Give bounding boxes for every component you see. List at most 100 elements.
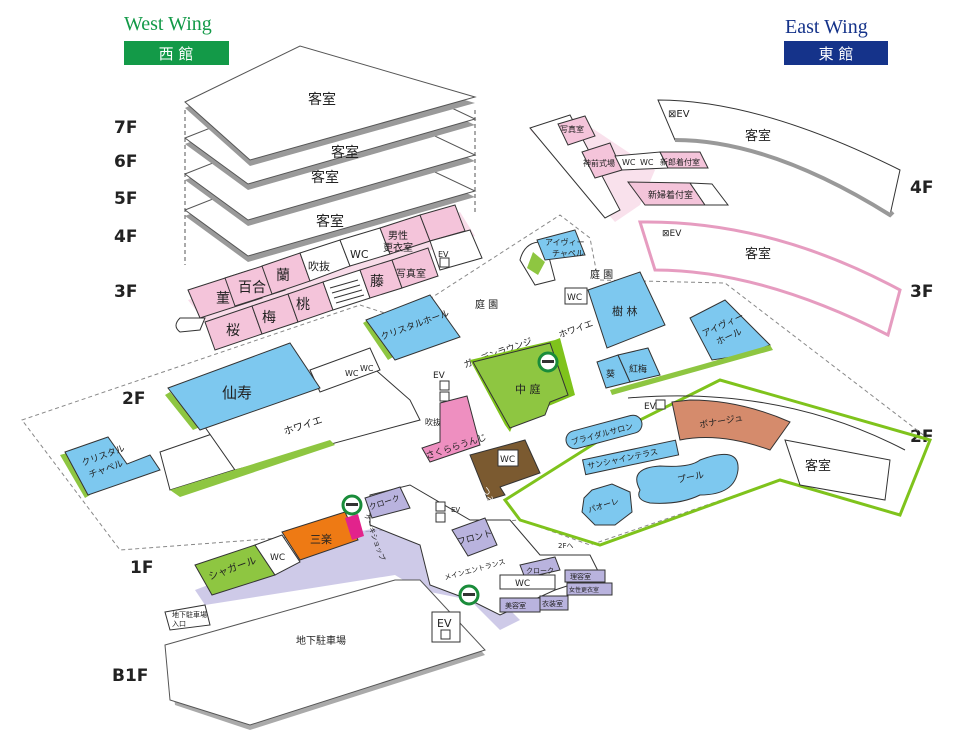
smoking-area-icon (458, 584, 480, 606)
cloak-label-2: クローク (526, 567, 554, 575)
costume-label: 衣装室 (542, 599, 563, 608)
elevator-label-1f: EV (451, 506, 460, 514)
room-label-ivy-chapel-2: チャペル (552, 249, 584, 258)
parking-entrance[interactable] (164, 604, 211, 631)
floor-2f: WC WC 仙寿 クリスタル チャペル ホワイエ クリスタルホール 庭 園 庭 … (60, 229, 933, 547)
garden-label-1: 庭 園 (475, 298, 498, 311)
cake-shop[interactable] (345, 514, 364, 540)
floor-label-1f: 1F (130, 558, 153, 578)
front-desk[interactable] (451, 517, 498, 557)
underground-parking[interactable] (164, 579, 486, 726)
wc-label-2f-b: WC (360, 364, 374, 373)
room-label-sakura: 桜 (226, 323, 240, 339)
elevator-icon (435, 501, 446, 512)
room-label-groom: 新郎着付室 (660, 157, 700, 167)
garden-label-2: 庭 園 (590, 268, 613, 281)
bridal-salon[interactable] (564, 413, 644, 451)
elevator-label-b1: EV (437, 617, 452, 630)
banquet-jurin[interactable] (587, 271, 666, 349)
room-label-jurin: 樹 林 (612, 304, 638, 318)
sakura-lounge[interactable] (421, 395, 481, 463)
east-3f: 客室 ⊠EV (637, 220, 902, 338)
room-label-ume: 梅 (262, 310, 276, 326)
room-label-koubai: 紅梅 (629, 363, 647, 375)
room-label-sanraku: 三楽 (310, 533, 332, 546)
sunshine-terrace[interactable] (581, 439, 680, 476)
room-label: 客室 (316, 213, 344, 230)
cloak-2[interactable] (519, 556, 561, 579)
floor-label-b1f: B1F (112, 666, 148, 686)
foyer-label-east: ホワイエ (557, 318, 595, 341)
east-wing-title: East Wing (785, 16, 868, 38)
courtyard-label: 中 庭 (515, 382, 541, 396)
room-label: 客室 (311, 169, 339, 186)
restaurant-sanraku[interactable] (281, 511, 359, 561)
floor-b1f: 地下駐車場 EV (164, 579, 486, 730)
beauty-label: 美容室 (505, 601, 526, 610)
room-label-bride: 新婦着付室 (648, 189, 693, 201)
floor-slab-7f[interactable]: 客室 (184, 45, 477, 166)
wc-label-1: WC (622, 158, 636, 167)
womens-dressing-label: 女性更衣室 (569, 586, 599, 594)
west-3f: 菫 百合 蘭 吹抜 WC 男性 更衣室 EV 桜 梅 桃 藤 写真室 (175, 204, 483, 351)
ivy-chapel[interactable] (536, 229, 586, 261)
barber[interactable] (564, 569, 606, 583)
west-wing-badge (124, 41, 229, 65)
east-4f: 写真室 神前式場 WC WC 新郎着付室 新婦着付室 客室 ⊠EV (529, 99, 901, 222)
guest-room-label-4f: 客室 (745, 128, 771, 144)
restaurant-bonage[interactable] (671, 399, 791, 451)
costume-room[interactable] (539, 595, 569, 611)
room-label-aoi: 葵 (606, 368, 615, 380)
room-label-fuji: 藤 (370, 274, 384, 290)
guest-room-east-3f[interactable] (637, 220, 902, 338)
floor-1f: シャガール WC 三楽 ケーキショップ クローク EV フロント メインエントラ… (164, 484, 613, 631)
guest-room-east-2f[interactable] (784, 439, 891, 501)
parking-label: 地下駐車場 (296, 634, 346, 647)
elevator-icon (439, 257, 450, 268)
room-groom[interactable] (659, 151, 709, 169)
elevator-icon (439, 391, 450, 402)
floor-label-6f: 6F (114, 152, 137, 172)
floor-label-east-4f: 4F (910, 178, 933, 198)
pool[interactable] (636, 453, 739, 504)
banquet-senju[interactable] (167, 342, 321, 431)
room-label-yuri: 百合 (238, 280, 266, 296)
room-label-ivy-chapel-1: アイヴィー (545, 237, 585, 247)
room-label-fukinuke: 吹抜 (308, 259, 330, 273)
wc-label-tsuruya: WC (500, 455, 515, 465)
room-label-mens-1: 男性 (388, 229, 408, 242)
room-photo-3f[interactable] (391, 247, 439, 289)
floor-label-east-3f: 3F (910, 282, 933, 302)
smoking-area-icon (537, 351, 559, 373)
west-upper-floors: 客室 客室 客室 客室 (183, 45, 477, 265)
to-2f-label: 2Fへ (558, 542, 573, 550)
wc-label-1f-b: WC (515, 579, 530, 589)
crystal-hall[interactable] (365, 294, 461, 361)
fukinuke-label-2f: 吹抜 (425, 417, 441, 427)
room-koubai[interactable] (617, 347, 661, 383)
room-label-mens-2: 更衣室 (383, 241, 413, 254)
parking-entrance-label-1: 地下駐車場 (172, 610, 207, 619)
elevator-label-2f: EV (433, 371, 446, 381)
west-wing-title: West Wing (124, 13, 212, 35)
elevator-icon (655, 399, 666, 410)
paole[interactable] (581, 483, 633, 526)
wc-label-2: WC (640, 158, 654, 167)
room-label-ran: 蘭 (276, 268, 290, 284)
guest-room-label-3f: 客室 (745, 246, 771, 262)
womens-dressing[interactable] (566, 582, 613, 596)
room-label: 客室 (308, 91, 336, 108)
room-label-wc: WC (350, 248, 369, 261)
room-photo-east[interactable] (557, 115, 596, 146)
room-label-photo-east: 写真室 (560, 124, 584, 134)
room-label: 客室 (331, 144, 359, 161)
elevator-label: EV (438, 250, 449, 259)
crystal-chapel[interactable] (64, 436, 161, 496)
east-wing-header: East Wing 東 館 (784, 16, 888, 65)
elevator-label-4f: ⊠EV (668, 109, 690, 120)
elevator-icon (440, 629, 451, 640)
wc-label-2f: WC (345, 369, 359, 378)
cloak-1[interactable] (364, 486, 411, 519)
restaurant-tsuruya[interactable] (469, 439, 541, 501)
